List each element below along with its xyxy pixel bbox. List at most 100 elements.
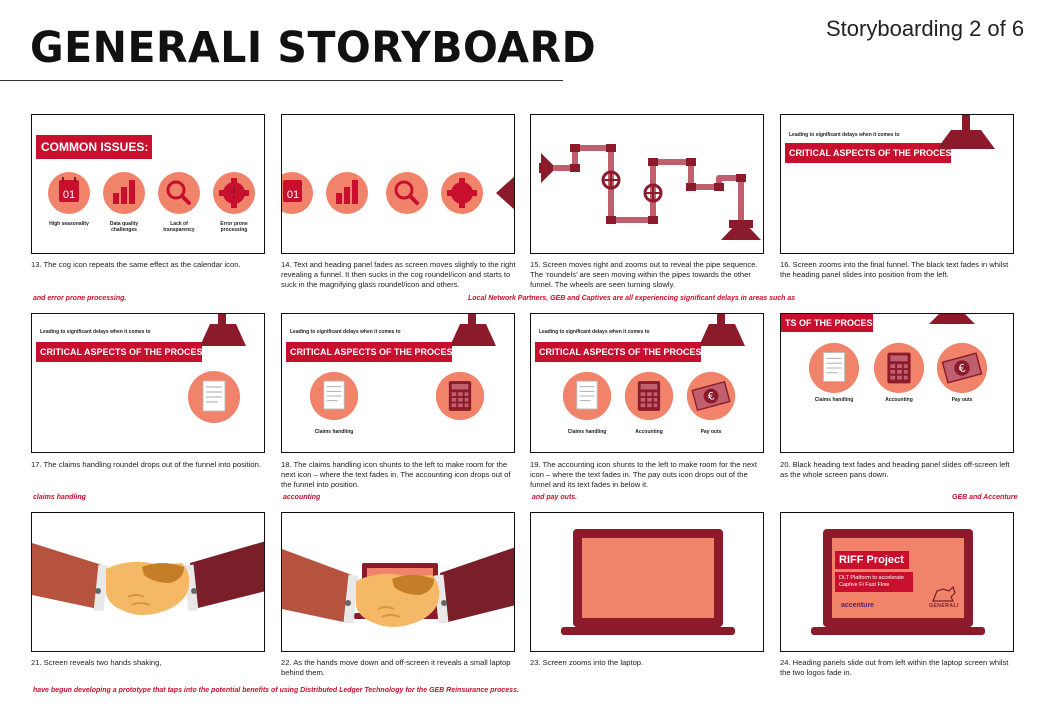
left-cuff: [93, 564, 109, 612]
handshake-laptop-illustration: [282, 547, 514, 627]
storyboard-frame-15: [530, 114, 764, 254]
left-sleeve: [282, 549, 352, 623]
label-claims: Claims handling: [814, 397, 854, 403]
caption-20: 20. Black heading text fades and heading…: [780, 460, 1010, 479]
label-claims: Claims handling: [314, 429, 354, 435]
caption-23: 23. Screen zooms into the laptop.: [530, 658, 644, 667]
right-sleeve: [440, 547, 514, 623]
storyboard-frame-24: RIFF Project DLT Platform to accelerate …: [780, 512, 1014, 652]
magnifier-roundel: [386, 172, 428, 214]
funnel-icon: [721, 223, 761, 240]
lion-icon: [932, 585, 956, 602]
heading-panel: CRITICAL ASPECTS OF THE PROCESS: [36, 342, 209, 362]
claims-roundel: [309, 371, 359, 421]
voiceover-row2-payouts: and pay outs.: [532, 494, 578, 501]
document-icon: [323, 380, 345, 410]
claims-roundel: [188, 371, 240, 423]
accounting-roundel: [873, 342, 925, 394]
storyboard-frame-21: [31, 512, 265, 652]
heading-panel: COMMON ISSUES:: [36, 135, 152, 159]
funnel-icon: [699, 314, 745, 346]
storyboard-frame-23: [530, 512, 764, 652]
caption-14: 14. Text and heading panel fades as scre…: [281, 260, 516, 289]
voiceover-row2-geb: GEB and Accenture: [952, 494, 1018, 501]
label-payouts: Pay outs: [700, 429, 722, 435]
document-icon: [202, 380, 226, 412]
left-sleeve: [32, 543, 102, 609]
funnel-icon: [541, 153, 553, 183]
label-error-prone: Error prone processing: [220, 221, 248, 233]
banknote-icon: €: [941, 352, 983, 384]
voiceover-row1-right: Local Network Partners, GEB and Captives…: [468, 295, 796, 302]
banknote-icon: €: [691, 380, 731, 412]
bar-chart-icon: [113, 180, 135, 204]
generali-logo: GENERALI: [929, 585, 959, 609]
funnel-icon: [937, 115, 995, 149]
caption-16: 16. Screen zooms into the final funnel. …: [780, 260, 1009, 279]
label-payouts: Pay outs: [951, 397, 973, 403]
page-title: GENERALI STORYBOARD: [30, 22, 597, 73]
storyboard-frame-22: [281, 512, 515, 652]
calendar-icon: [283, 180, 302, 202]
claims-roundel: [562, 371, 612, 421]
funnel-icon: [496, 176, 514, 210]
caption-22: 22. As the hands move down and off-scree…: [281, 658, 511, 677]
label-accounting: Accounting: [635, 429, 663, 435]
storyboard-frame-13: COMMON ISSUES: 01 High seasonality Data …: [31, 114, 265, 254]
label-claims: Claims handling: [567, 429, 607, 435]
caption-19: 19. The accounting icon shunts to the le…: [530, 460, 757, 489]
heading-panel: CRITICAL ASPECTS OF THE PROCESS: [785, 143, 958, 163]
riff-title-panel: RIFF Project: [835, 551, 909, 569]
page-subtitle: Storyboarding 2 of 6: [826, 16, 1025, 41]
euro-symbol: €: [957, 362, 967, 375]
funnel-icon: [200, 314, 246, 346]
voiceover-row1-left: and error prone processing.: [33, 295, 127, 302]
laptop-icon: [561, 529, 735, 635]
label-lack-transparency: Lack of transparency: [163, 221, 195, 233]
calendar-number: 01: [63, 189, 75, 201]
calendar-icon: 01: [59, 177, 79, 202]
document-icon: [822, 352, 846, 382]
funnel-icon: [929, 314, 975, 324]
lead-text: Leading to significant delays when it co…: [290, 329, 401, 335]
funnel-icon: [450, 314, 496, 346]
caption-18: 18. The claims handling icon shunts to t…: [281, 460, 511, 489]
magnifier-icon: [166, 180, 191, 205]
caption-24: 24. Heading panels slide out from left w…: [780, 658, 1009, 677]
roundels-funnel: 01: [282, 172, 514, 214]
euro-symbol: €: [707, 391, 716, 403]
label-high-seasonality: High seasonality: [49, 221, 89, 227]
label-accounting: Accounting: [885, 397, 913, 403]
claims-roundel: [808, 342, 860, 394]
right-sleeve: [190, 541, 264, 609]
cog-icon: [219, 178, 249, 208]
caption-21: 21. Screen reveals two hands shaking,: [31, 658, 162, 667]
magnifier-roundel: [158, 172, 200, 214]
document-icon: [576, 380, 598, 410]
lead-text: Leading to significant delays when it co…: [789, 132, 900, 138]
payouts-roundel: €: [936, 342, 988, 394]
caption-13: 13. The cog icon repeats the same effect…: [31, 260, 241, 269]
storyboard-frame-18: Leading to significant delays when it co…: [281, 313, 515, 453]
storyboard-frame-19: Leading to significant delays when it co…: [530, 313, 764, 453]
riff-subtitle: DLT Platform to accelerate Captive Fi Fa…: [839, 575, 904, 588]
lead-text: Leading to significant delays when it co…: [539, 329, 650, 335]
cog-icon: [451, 182, 473, 204]
bar-chart-icon: [336, 180, 358, 204]
generali-wordmark: GENERALI: [929, 603, 959, 609]
storyboard-frame-17: Leading to significant delays when it co…: [31, 313, 265, 453]
heading-panel: TS OF THE PROCESS: [781, 314, 879, 332]
storyboard-frame-20: TS OF THE PROCESS € Claims handling Acco…: [780, 313, 1014, 453]
accenture-logo: accenture: [841, 602, 875, 609]
roundels-row: 01: [48, 172, 255, 214]
payouts-roundel: €: [686, 371, 736, 421]
caption-17: 17. The claims handling roundel drops ou…: [31, 460, 261, 469]
heading-panel: CRITICAL ASPECTS OF THE PROCESS: [286, 342, 459, 362]
magnifier-icon: [394, 180, 414, 200]
storyboard-frame-16: Leading to significant delays when it co…: [780, 114, 1014, 254]
riff-subtitle-panel: DLT Platform to accelerate Captive Fi Fa…: [835, 572, 913, 592]
label-data-quality: Data quality challenges: [109, 221, 139, 233]
accounting-roundel: [435, 371, 485, 421]
voiceover-row2-claims: claims handling: [33, 494, 86, 501]
calendar-number: 01: [287, 189, 299, 201]
